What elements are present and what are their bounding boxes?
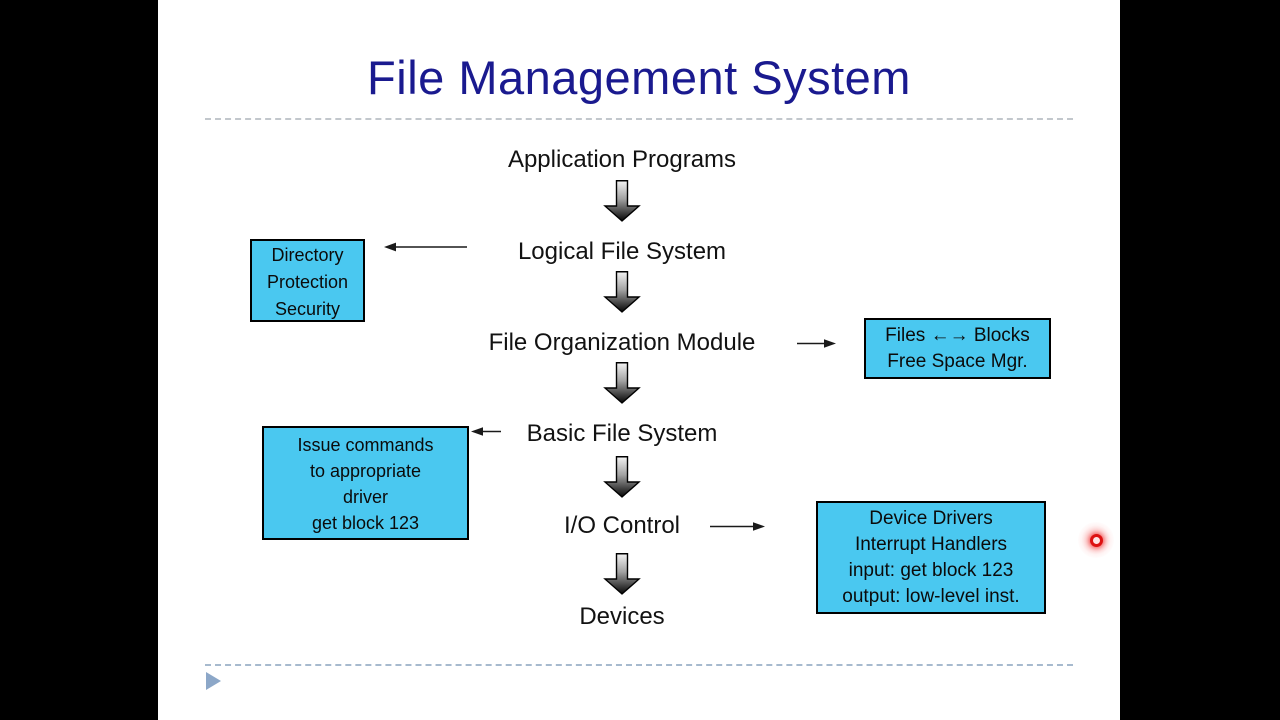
- callout-line: driver: [342, 487, 388, 507]
- callout-line: Directory: [271, 245, 344, 265]
- right-arrow-icon: [710, 522, 765, 531]
- flow-node-io-control: I/O Control: [563, 512, 681, 539]
- callout-line: Interrupt Handlers: [854, 534, 1008, 555]
- files-blocks-box: Files ←→ Blocks Free Space Mgr.: [864, 318, 1051, 379]
- footer-arrow-icon: [206, 672, 221, 690]
- slide: File Management System Application Progr…: [158, 0, 1120, 720]
- left-arrow-icon: [384, 242, 467, 252]
- flow-node-application-programs: Application Programs: [507, 146, 737, 173]
- down-block-arrow-icon: [603, 180, 641, 222]
- callout-line: Device Drivers: [869, 508, 993, 529]
- down-block-arrow-icon: [603, 456, 641, 498]
- down-block-arrow-icon: [603, 553, 641, 595]
- title-divider: [205, 118, 1073, 120]
- down-block-arrow-icon: [603, 271, 641, 313]
- device-drivers-box: Device Drivers Interrupt Handlers input:…: [816, 501, 1046, 614]
- right-arrow-icon: [797, 339, 836, 348]
- callout-line: Security: [274, 299, 341, 319]
- callout-line: output: low-level inst.: [842, 586, 1020, 607]
- flow-node-devices: Devices: [579, 603, 665, 630]
- flow-node-file-organization-module: File Organization Module: [488, 329, 756, 356]
- down-block-arrow-icon: [603, 362, 641, 404]
- left-arrow-icon: [471, 427, 501, 436]
- callout-line: get block 123: [311, 513, 420, 533]
- laser-pointer-dot: [1090, 534, 1103, 547]
- flow-node-basic-file-system: Basic File System: [526, 420, 718, 447]
- callout-line: to appropriate: [309, 461, 422, 481]
- callout-line: input: get block 123: [848, 560, 1014, 581]
- issue-commands-box: Issue commands to appropriate driver get…: [262, 426, 469, 540]
- callout-line: Free Space Mgr.: [887, 351, 1028, 372]
- slide-title: File Management System: [367, 51, 911, 104]
- callout-line: Files ←→ Blocks: [885, 325, 1030, 346]
- footer-divider: [205, 664, 1073, 666]
- directory-box: Directory Protection Security: [250, 239, 365, 322]
- callout-line: Protection: [266, 272, 349, 292]
- callout-line: Issue commands: [297, 435, 434, 455]
- flow-node-logical-file-system: Logical File System: [517, 238, 727, 265]
